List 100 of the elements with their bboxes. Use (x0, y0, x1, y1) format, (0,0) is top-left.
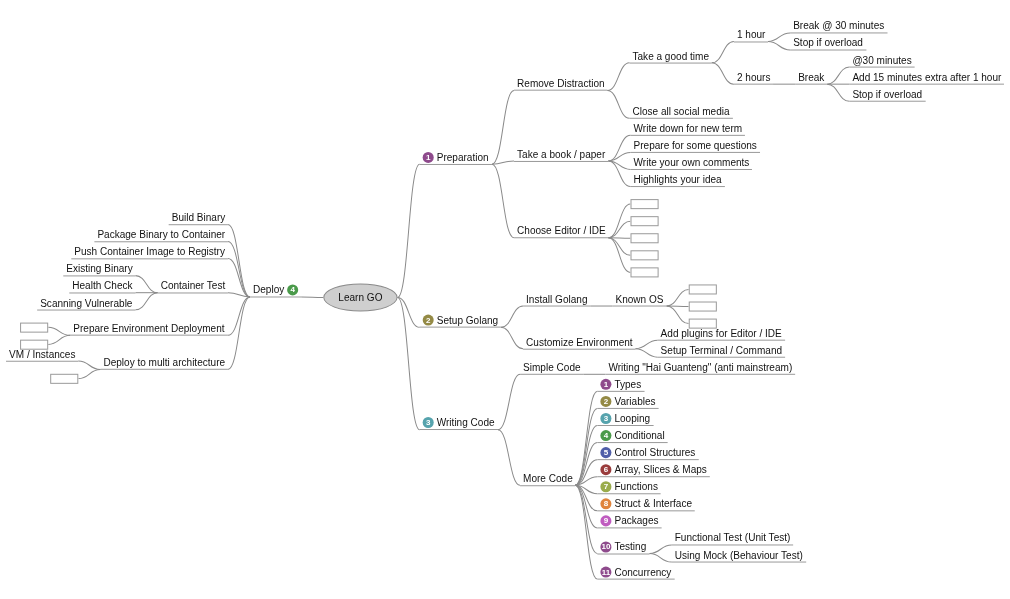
branch-line (666, 305, 690, 325)
branch-line (397, 296, 421, 328)
topic-text: Setup Golang (436, 313, 499, 327)
topic-text: Control Structures (614, 446, 696, 460)
branch-line (491, 90, 515, 165)
branch-line (767, 41, 791, 51)
branch-line (397, 163, 421, 298)
branch-line (666, 305, 690, 308)
branch-line (397, 296, 421, 431)
topic-text: Close all social media (632, 104, 730, 118)
branch-line (227, 258, 251, 298)
number-badge: 3 (422, 417, 434, 429)
empty-topic-box (20, 322, 49, 333)
branch-line (635, 348, 659, 358)
topic-text: Highlights your idea (633, 173, 722, 187)
branch-line (574, 484, 598, 529)
branch-line (607, 237, 631, 256)
branch-line (574, 484, 598, 580)
number-badge: 9 (600, 515, 612, 527)
number-badge: 1 (422, 151, 434, 163)
number-badge: 11 (600, 566, 612, 578)
branch-line (606, 62, 630, 92)
topic-text: Writing Code (436, 416, 495, 430)
topic-text: Choose Editor / IDE (517, 224, 606, 238)
topic-text: Packages (614, 514, 659, 528)
topic-text: Deploy (253, 283, 285, 297)
topic-text: Add 15 minutes extra after 1 hour (852, 70, 1002, 84)
topic-text: Struct & Interface (614, 497, 692, 511)
topic-text: VM / Instances (9, 347, 76, 361)
number-badge: 3 (600, 412, 612, 424)
topic-text: Simple Code (523, 360, 581, 374)
empty-topic-box (630, 250, 659, 261)
topic-text: Break @ 30 minutes (793, 19, 885, 33)
topic-text: Deploy to multi architecture (103, 355, 226, 369)
number-badge: 2 (422, 314, 434, 326)
topic-text: Testing (614, 539, 647, 553)
branch-line (606, 90, 630, 119)
topic-text: Setup Terminal / Command (660, 343, 783, 357)
topic-text: 2 hours (736, 70, 771, 84)
branch-line (77, 369, 101, 380)
empty-topic-box (630, 267, 659, 278)
topic-text: Variables (614, 394, 656, 408)
branch-line (772, 83, 796, 85)
topic-text: Take a good time (632, 49, 709, 63)
branch-line (500, 326, 524, 350)
empty-topic-box (20, 339, 49, 350)
topic-text: 1 hour (736, 27, 766, 41)
branch-line (607, 237, 631, 273)
branch-line (826, 83, 850, 102)
topic-text: Push Container Image to Registry (74, 245, 225, 259)
empty-topic-box (688, 318, 717, 329)
empty-topic-box (630, 199, 659, 210)
topic-text: Conditional (614, 429, 665, 443)
branch-line (574, 425, 598, 486)
topic-text: Concurrency (614, 565, 672, 579)
topic-text: Array, Slices & Maps (614, 463, 707, 477)
topic-text: Types (614, 377, 642, 391)
topic-text: Functions (614, 480, 658, 494)
branch-line (227, 296, 251, 336)
branch-line (649, 544, 673, 554)
topic-text: Writing "Hai Guanteng" (anti mainstream) (608, 360, 793, 374)
topic-text: @30 minutes (852, 53, 912, 67)
number-badge: 7 (600, 481, 612, 493)
topic-text: Preparation (436, 150, 489, 164)
branch-line (607, 160, 631, 188)
branch-line (574, 476, 598, 486)
topic-text: Add plugins for Editor / IDE (660, 326, 782, 340)
empty-topic-box (630, 233, 659, 244)
topic-text: Prepare for some questions (633, 138, 757, 152)
branch-line (711, 62, 735, 85)
topic-text: Known OS (615, 292, 664, 306)
branch-line (582, 373, 606, 375)
topic-text: Write your own comments (633, 155, 750, 169)
topic-text: Write down for new term (633, 121, 743, 135)
branch-line (491, 160, 515, 165)
branch-line (607, 160, 631, 170)
number-badge: 6 (600, 464, 612, 476)
topic-label (597, 411, 654, 426)
branch-line (491, 163, 515, 239)
empty-topic-box (688, 284, 717, 295)
branch-line (497, 429, 521, 486)
topic-text: Break (798, 70, 825, 84)
topic-text: Install Golang (526, 292, 588, 306)
branch-line (589, 305, 613, 307)
branch-line (497, 373, 521, 431)
topic-text: Health Check (72, 279, 133, 293)
topic-text: Scanning Vulnerable (40, 296, 133, 310)
topic-text: Build Binary (171, 210, 226, 224)
topic-text: More Code (523, 471, 573, 485)
number-badge: 5 (600, 447, 612, 459)
topic-text: Existing Binary (66, 262, 133, 276)
topic-text: Looping (614, 411, 651, 425)
empty-topic-box (688, 301, 717, 312)
branch-line (711, 41, 735, 64)
branch-line (227, 296, 251, 370)
topic-text: Customize Environment (526, 335, 633, 349)
branch-line (47, 326, 71, 336)
branch-line (826, 83, 850, 85)
topic-text: Stop if overload (793, 36, 863, 50)
topic-text: Package Binary to Container (97, 227, 226, 241)
